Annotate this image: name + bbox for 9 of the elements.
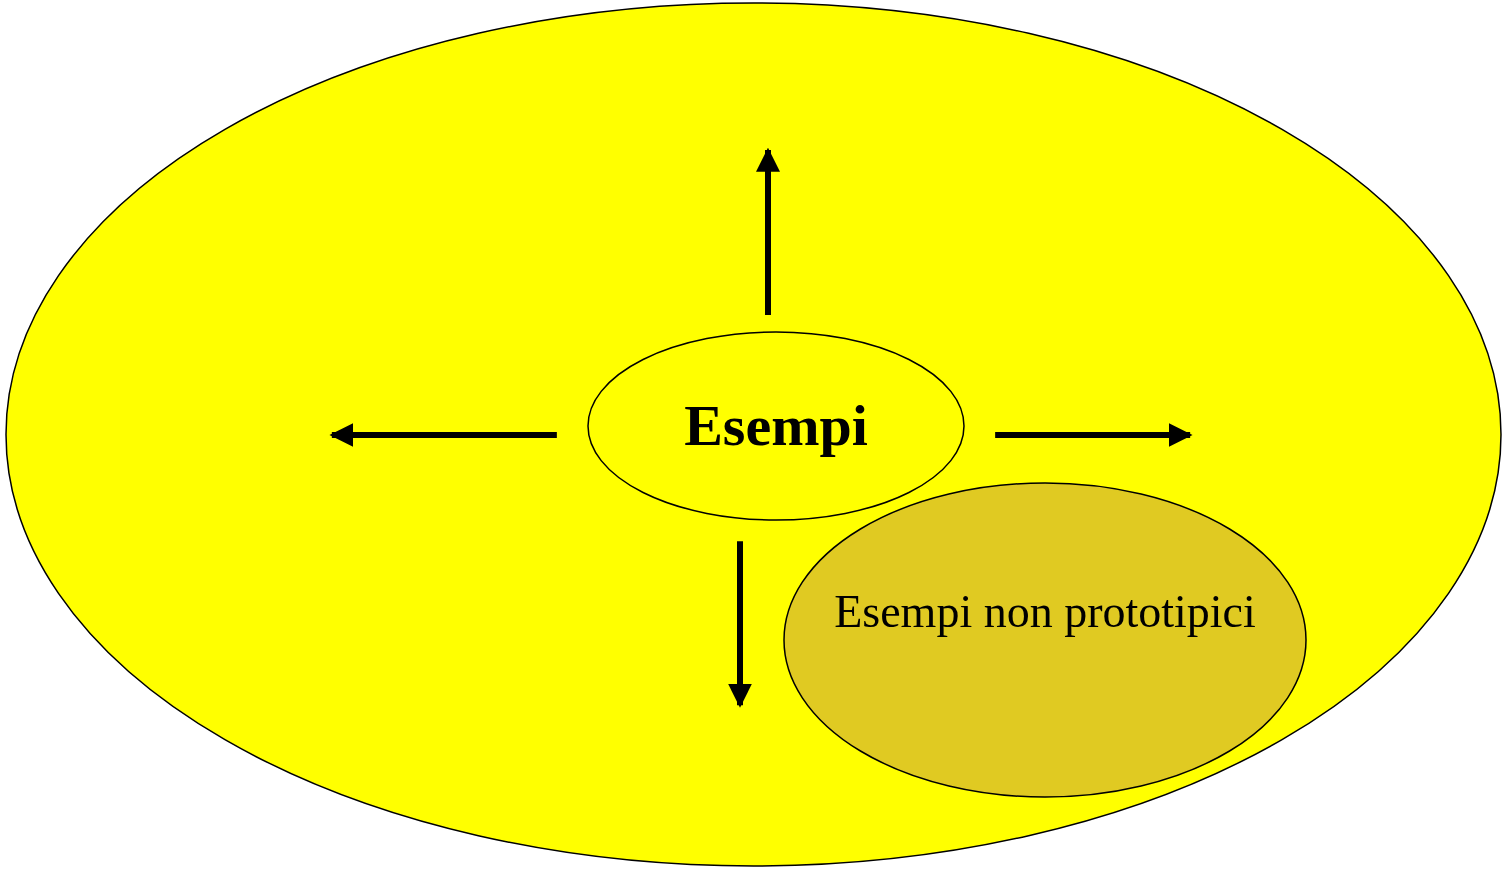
node-label: Esempi — [684, 392, 868, 460]
outer-ellipse — [5, 2, 1502, 867]
arrow — [329, 423, 557, 447]
arrow — [756, 147, 780, 316]
arrow — [728, 541, 752, 708]
ellipse-node — [783, 482, 1307, 798]
ellipse-node — [587, 331, 965, 521]
arrow — [995, 423, 1193, 447]
node-label: Esempi non prototipici — [834, 585, 1256, 639]
